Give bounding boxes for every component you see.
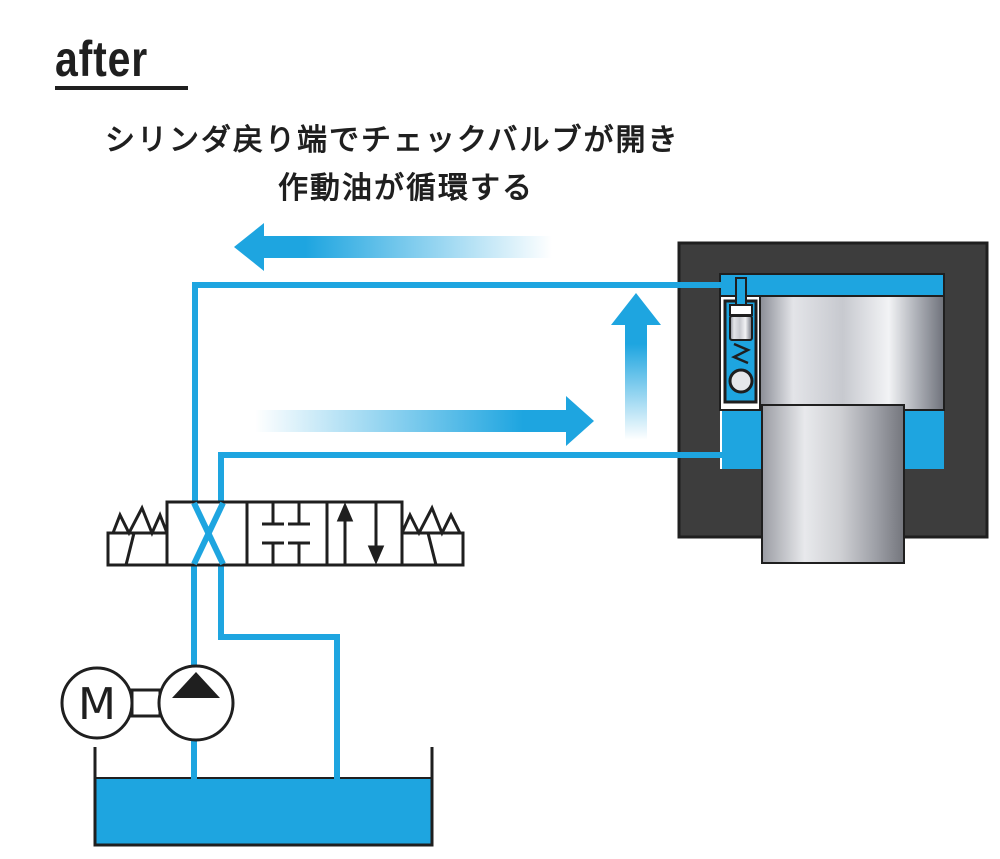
check-valve-ball: [728, 368, 754, 394]
piston: [759, 295, 945, 411]
flow-arrow-up: [611, 293, 661, 440]
flow-arrow-right: [255, 396, 594, 446]
check-valve-plug: [729, 304, 753, 316]
rod-end-oil-left: [722, 410, 764, 469]
motor: M: [60, 666, 134, 740]
oil-tank: [93, 747, 434, 847]
piston-rod: [761, 404, 905, 564]
motor-label: M: [78, 679, 116, 730]
cap-end-oil: [719, 273, 945, 297]
caption-line-1: シリンダ戻り端でチェックバルブが開き: [105, 123, 680, 158]
page-title: after: [55, 31, 148, 87]
rod-end-oil-right: [903, 410, 944, 469]
hydraulic-cylinder: [677, 241, 989, 564]
coupling: [130, 688, 162, 718]
directional-valve: [106, 500, 465, 567]
check-valve-spring: [731, 342, 751, 365]
caption-line-2: 作動油が循環する: [278, 171, 534, 206]
flow-arrow-left: [234, 223, 552, 271]
title-underline: [55, 86, 188, 90]
check-valve-passage: [735, 277, 747, 307]
pump-arrow-icon: [172, 672, 220, 698]
pump: [157, 664, 235, 742]
check-valve-poppet: [729, 315, 753, 341]
